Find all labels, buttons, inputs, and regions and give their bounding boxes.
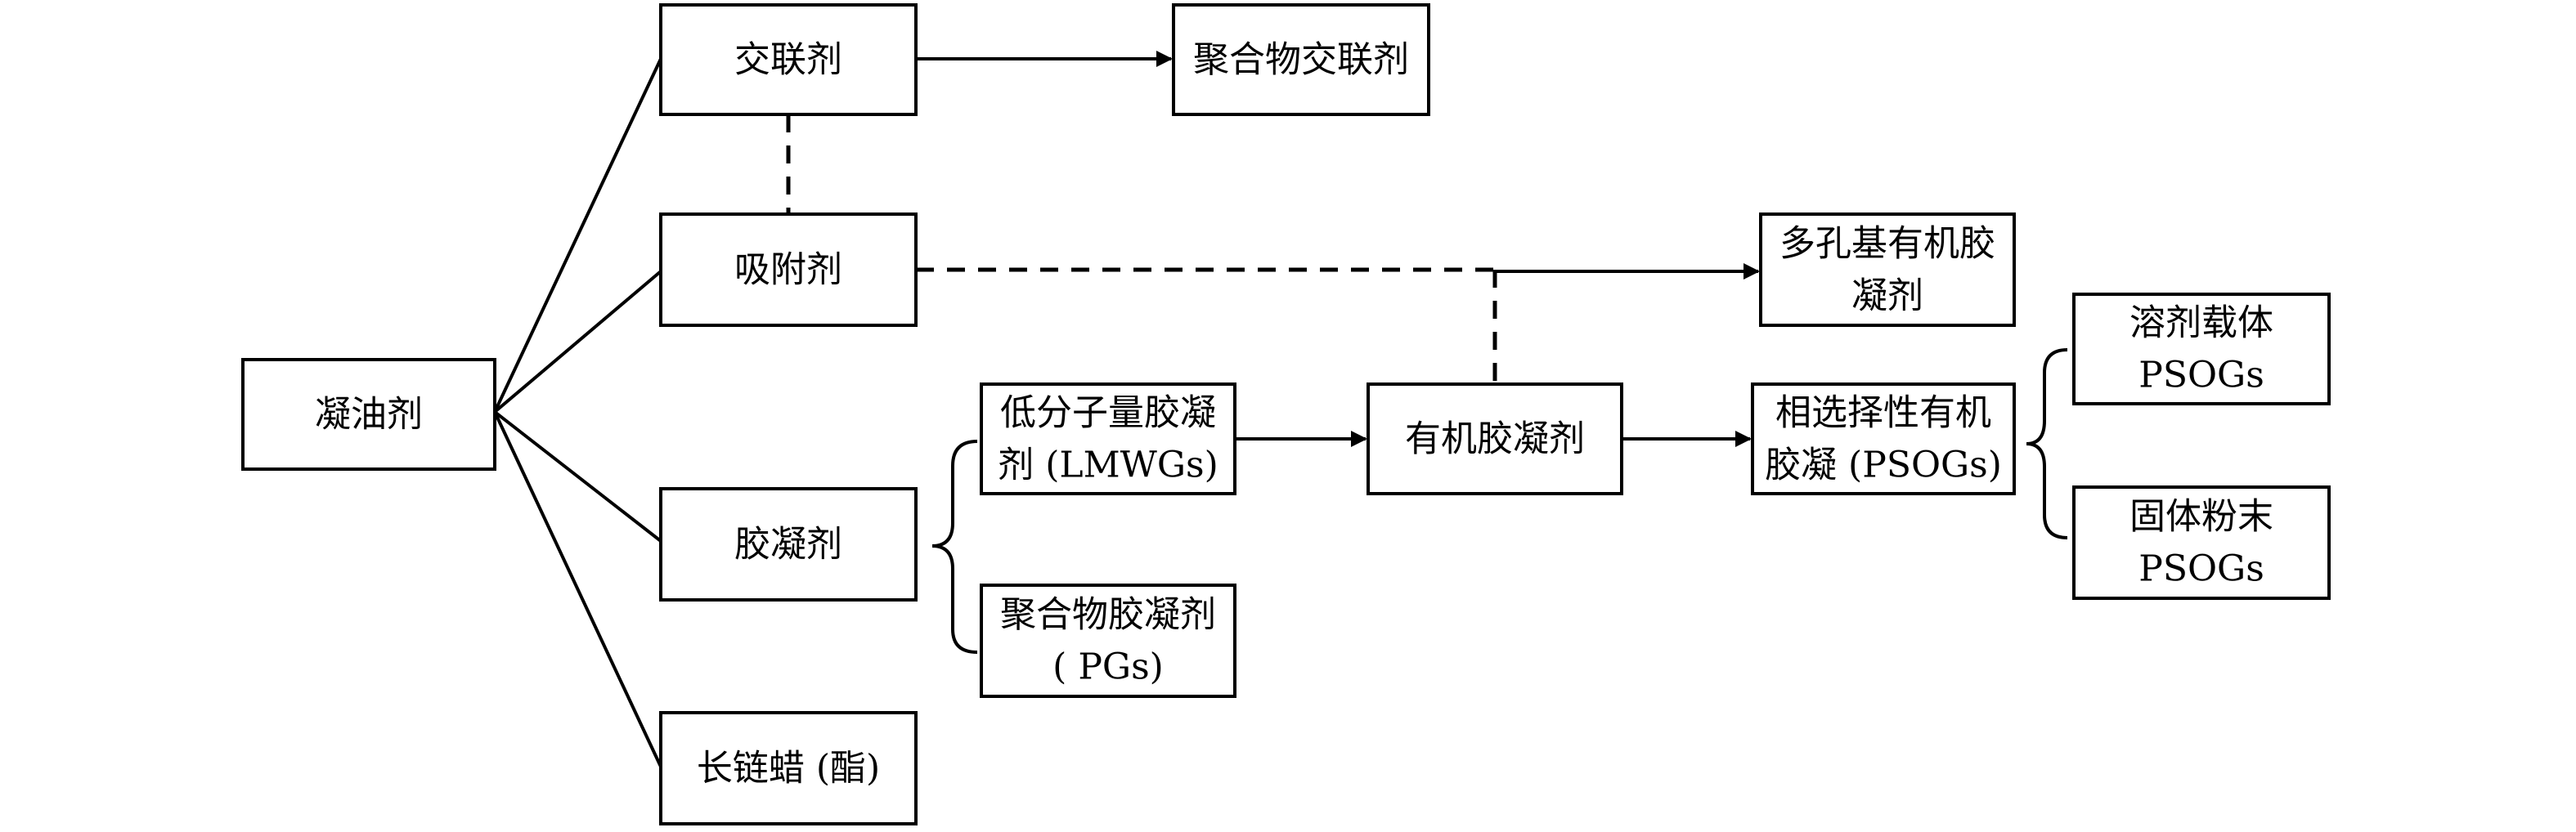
- brace-psog-types: [2026, 348, 2068, 539]
- node-psog-label-line1: 相选择性有机: [1775, 392, 1991, 434]
- node-solvent-carrier-label-line2: PSOGs: [2138, 355, 2264, 396]
- edge-root-to-crosslinker: [493, 58, 662, 413]
- node-gelator: 胶凝剂: [659, 487, 918, 602]
- node-oil-gelling-agent-label: 凝油剂: [315, 394, 423, 436]
- node-porous-organogelator-label-line1: 多孔基有机胶: [1779, 223, 1995, 265]
- node-lmwg: 低分子量胶凝 剂 (LMWGs): [980, 382, 1236, 495]
- node-psog-label-line2: 胶凝 (PSOGs): [1765, 445, 2002, 486]
- node-polymer-gelator-label-line2: ( PGs): [1052, 646, 1164, 688]
- node-adsorbent: 吸附剂: [659, 212, 918, 327]
- edge-root-to-adsorbent: [493, 270, 662, 414]
- root-branch-lines: [493, 58, 662, 767]
- node-psog: 相选择性有机 胶凝 (PSOGs): [1751, 382, 2016, 495]
- node-oil-gelling-agent: 凝油剂: [241, 358, 496, 471]
- node-organogelator: 有机胶凝剂: [1367, 382, 1623, 495]
- node-adsorbent-label: 吸附剂: [734, 249, 842, 291]
- node-polymer-crosslinker: 聚合物交联剂: [1172, 3, 1430, 116]
- node-crosslinker: 交联剂: [659, 3, 918, 116]
- node-lmwg-label-line2: 剂 (LMWGs): [998, 445, 1218, 486]
- edge-root-to-gelator: [493, 410, 662, 543]
- node-lmwg-label-line1: 低分子量胶凝: [1000, 392, 1216, 434]
- node-polymer-gelator: 聚合物胶凝剂 ( PGs): [980, 584, 1236, 698]
- node-porous-organogelator-label-line2: 凝剂: [1851, 275, 1923, 317]
- node-polymer-crosslinker-label: 聚合物交联剂: [1193, 39, 1409, 81]
- node-polymer-gelator-label-line1: 聚合物胶凝剂: [1000, 594, 1216, 636]
- node-gelator-label: 胶凝剂: [734, 524, 842, 566]
- node-solvent-carrier-psogs: 溶剂载体 PSOGs: [2072, 293, 2331, 405]
- node-porous-organogelator: 多孔基有机胶 凝剂: [1759, 212, 2016, 327]
- node-solid-powder-label-line2: PSOGs: [2138, 548, 2264, 590]
- node-solvent-carrier-label-line1: 溶剂载体: [2129, 302, 2273, 344]
- node-long-chain-wax: 长链蜡 (酯): [659, 711, 918, 825]
- node-organogelator-label: 有机胶凝剂: [1405, 418, 1585, 460]
- node-solid-powder-label-line1: 固体粉末: [2129, 496, 2273, 538]
- node-long-chain-wax-label: 长链蜡 (酯): [697, 748, 880, 790]
- node-solid-powder-psogs: 固体粉末 PSOGs: [2072, 485, 2331, 600]
- node-crosslinker-label: 交联剂: [734, 39, 842, 81]
- edge-root-to-wax: [493, 411, 662, 767]
- brace-gelator-types: [931, 440, 978, 654]
